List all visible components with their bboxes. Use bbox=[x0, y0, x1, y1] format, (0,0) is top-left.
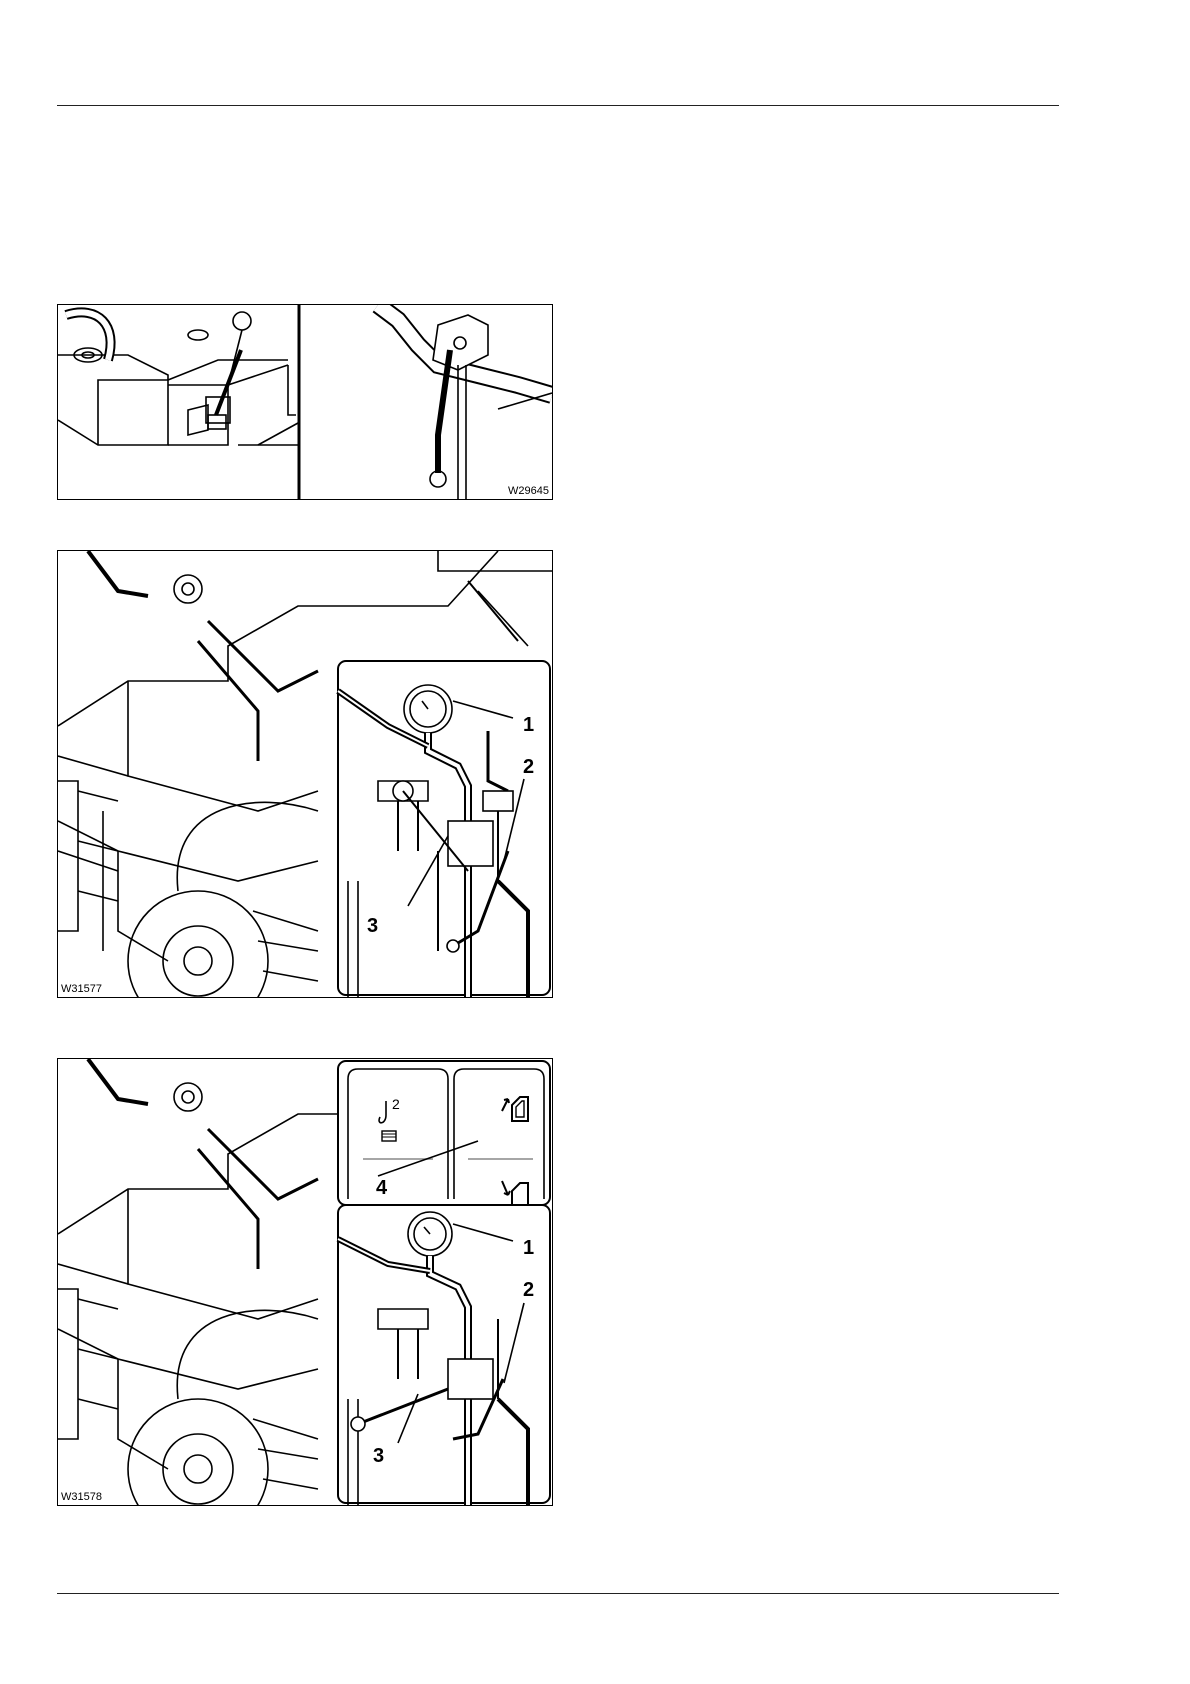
figure-valve-lever: W29645 bbox=[57, 304, 553, 500]
header-rule bbox=[57, 105, 1059, 106]
figure-code: W29645 bbox=[507, 485, 550, 497]
outrigger-up-icon bbox=[498, 1091, 534, 1127]
callout-1: 1 bbox=[523, 714, 534, 737]
callout-2: 2 bbox=[523, 756, 534, 779]
callout-3: 3 bbox=[367, 915, 378, 938]
callout-2: 2 bbox=[523, 1279, 534, 1302]
svg-text:2: 2 bbox=[392, 1096, 400, 1112]
crane-gauge-controls-illustration bbox=[58, 1059, 552, 1505]
callout-3: 3 bbox=[373, 1445, 384, 1468]
footer-rule bbox=[57, 1593, 1059, 1594]
figure-code: W31578 bbox=[60, 1491, 103, 1503]
callout-1: 1 bbox=[523, 1237, 534, 1260]
figure-code: W31577 bbox=[60, 983, 103, 995]
figure-gauge-and-controls: 2 4 1 2 3 W31578 bbox=[57, 1058, 553, 1506]
crane-gauge-illustration bbox=[58, 551, 552, 997]
figure-pressure-gauge: 1 2 3 W31577 bbox=[57, 550, 553, 998]
hook-2-icon: 2 bbox=[376, 1095, 420, 1145]
callout-4: 4 bbox=[376, 1177, 387, 1200]
outrigger-down-icon bbox=[498, 1177, 534, 1205]
valve-lever-illustration bbox=[58, 305, 552, 499]
